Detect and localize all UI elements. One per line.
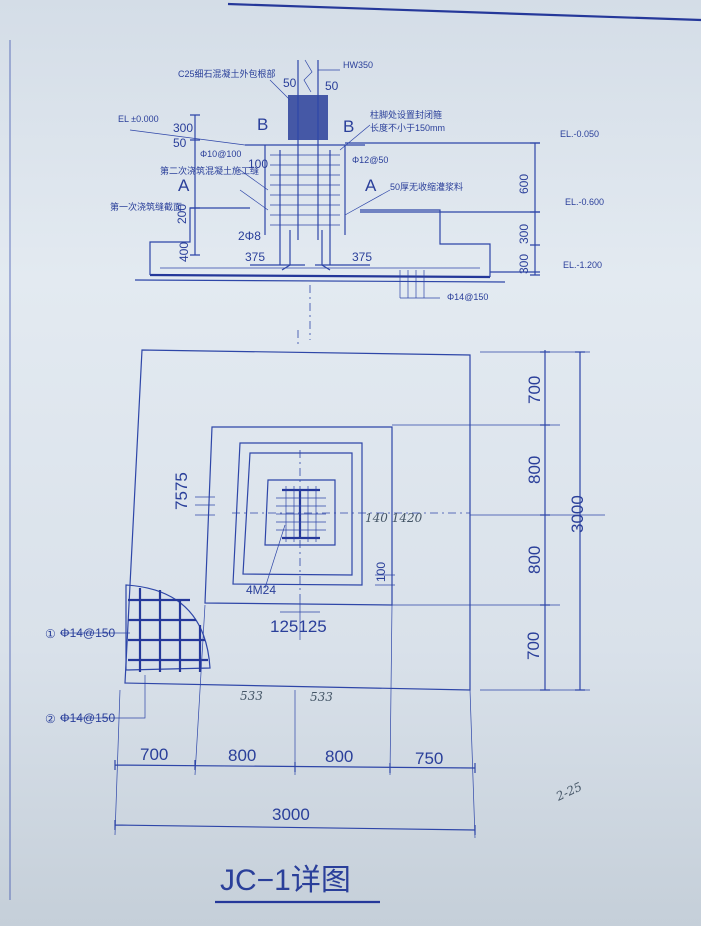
bottom-rebar: Φ14@150 <box>447 292 488 302</box>
footing-bottom <box>149 273 491 279</box>
small-dim-ticks <box>195 496 395 586</box>
dim-375b: 375 <box>352 250 372 264</box>
handwritten-corner: 2-25 <box>553 780 584 805</box>
rebar-2-label: Φ14@150 <box>60 711 115 725</box>
cut-a2: A <box>365 176 377 195</box>
column-label: HW350 <box>343 60 373 70</box>
callout-leaders <box>60 632 146 719</box>
dim-7575: 7575 <box>172 472 191 510</box>
stirrups <box>270 154 340 226</box>
bottom-dim-0: 700 <box>140 745 168 764</box>
dim-300: 300 <box>173 121 193 135</box>
cut-b1: B <box>257 115 268 134</box>
right-dim-total: 3000 <box>568 495 587 533</box>
bottom-dim-1: 800 <box>228 746 256 765</box>
dim-600: 600 <box>517 174 531 194</box>
dim-400: 400 <box>177 242 191 262</box>
pedestal-rebar <box>279 150 331 265</box>
dim-375a: 375 <box>245 250 265 264</box>
footing-step-left <box>149 207 250 275</box>
bolt-leader <box>264 524 286 589</box>
el-2: EL.-0.600 <box>565 197 604 207</box>
anchor-grid <box>276 486 326 542</box>
bottom-dim-3: 750 <box>415 749 443 768</box>
bottom-dim-2: 800 <box>325 747 353 766</box>
second-pour-note: 第二次浇筑混凝土施工缝 <box>160 165 259 176</box>
centre-line-v <box>297 330 301 600</box>
dim-100a: 100 <box>248 157 268 171</box>
anchor-bolts-label: 4M24 <box>246 583 276 597</box>
el-3: EL.-1.200 <box>563 260 602 270</box>
column-break <box>303 59 313 93</box>
dim-300b: 300 <box>517 224 531 244</box>
right-dim-2: 800 <box>525 546 544 574</box>
right-dim-1: 800 <box>525 456 544 484</box>
bottom-ext-lines <box>114 604 476 839</box>
dim-100: 100 <box>374 562 388 582</box>
el-1: EL.-0.050 <box>560 129 599 139</box>
base-line <box>134 279 506 283</box>
grout-note: 50厚无收缩灌浆料 <box>390 181 463 192</box>
left-dim-chain <box>190 114 200 256</box>
section-view <box>129 59 540 340</box>
cut-a1: A <box>178 176 190 195</box>
mesh-detail <box>399 270 440 299</box>
handwritten-533-right: 533 <box>310 690 333 704</box>
stirrup: Φ10@100 <box>200 149 241 159</box>
callout-2: ② <box>45 712 56 726</box>
column-flanges <box>297 60 319 240</box>
el-left: EL ±0.000 <box>118 114 159 124</box>
rebar-1-label: Φ14@150 <box>60 626 115 640</box>
plan-view <box>60 330 605 839</box>
callout-1: ① <box>45 627 56 641</box>
dim-200: 200 <box>175 204 189 224</box>
dim-125125: 125125 <box>270 617 327 636</box>
pedestal-outline <box>232 442 363 586</box>
dim-50c: 50 <box>173 136 187 150</box>
right-dim-0: 700 <box>525 376 544 404</box>
stirrup-2: Φ12@50 <box>352 155 388 165</box>
bottom-dim-total: 3000 <box>272 805 310 824</box>
pedestal-sides <box>264 145 346 235</box>
right-dim-3: 700 <box>524 632 543 660</box>
dim-300c: 300 <box>517 254 531 274</box>
baseplate <box>264 479 336 546</box>
handwritten-right-note: 140 1420 <box>365 511 423 525</box>
leader-lines <box>129 69 391 216</box>
footing-step-right <box>360 209 491 277</box>
handwritten-533-left: 533 <box>240 689 263 703</box>
rebar-note-1: 柱脚处设置封闭箍 <box>370 109 442 120</box>
dim-50-left: 50 <box>283 76 297 90</box>
el-lines <box>345 142 540 273</box>
sheet-border-top <box>227 2 701 22</box>
rebar-note-2: 长度不小于150mm <box>370 122 445 133</box>
dim-50-right: 50 <box>325 79 339 93</box>
first-pour-note: 第一次浇筑缝截面 <box>110 201 182 212</box>
concrete-note: C25细石混凝土外包根部 <box>178 68 276 79</box>
rebar-corner-region <box>125 584 211 671</box>
column-encasement <box>288 95 328 140</box>
right-dim-chain <box>530 142 540 276</box>
bottom-small-dim <box>280 600 320 640</box>
right-ext-lines <box>392 351 605 691</box>
drawing-title: JC−1详图 <box>220 864 351 897</box>
cut-b2: B <box>343 117 354 136</box>
rebar-corner-mesh <box>128 588 208 672</box>
pedestal-inner <box>242 452 353 576</box>
rebar-2phi8: 2Φ8 <box>238 229 261 243</box>
anchor-bolts-section <box>281 230 331 271</box>
